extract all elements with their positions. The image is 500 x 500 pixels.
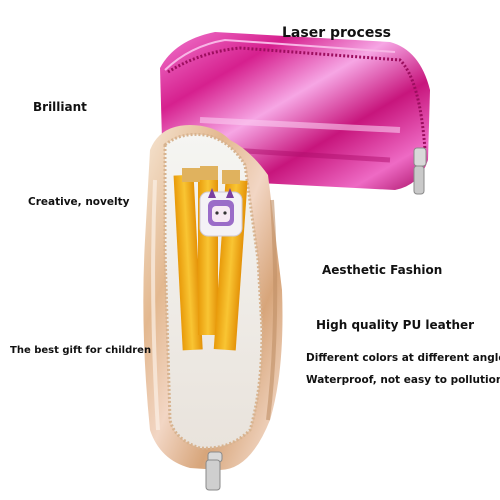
zipper-pull-pink xyxy=(413,147,427,195)
label-laser-process: Laser process xyxy=(282,25,391,41)
label-best-gift: The best gift for children xyxy=(10,345,152,356)
label-aesthetic-fashion: Aesthetic Fashion xyxy=(322,263,443,277)
label-different-colors: Different colors at different angles xyxy=(306,352,500,364)
label-waterproof: Waterproof, not easy to pollution xyxy=(306,374,500,386)
label-creative-novelty: Creative, novelty xyxy=(28,196,130,208)
label-high-quality-pu-leather: High quality PU leather xyxy=(316,318,475,332)
zipper-pull-gold xyxy=(205,451,223,491)
label-brilliant: Brilliant xyxy=(33,100,87,114)
unicorn-eraser xyxy=(199,188,243,237)
